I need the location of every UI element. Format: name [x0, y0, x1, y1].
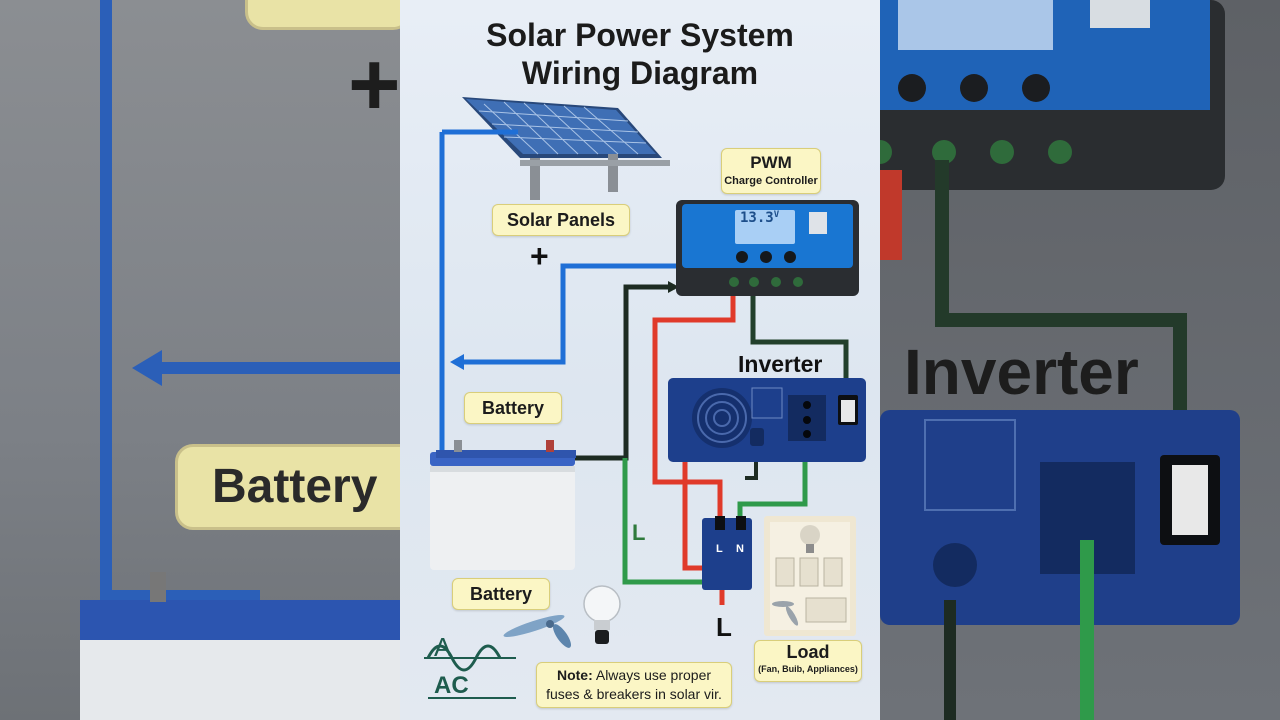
ac-symbol-icon	[424, 644, 516, 699]
load-board	[764, 516, 856, 636]
fan-icon	[503, 615, 572, 648]
load-label: Load (Fan, Buib, Appliances)	[754, 640, 862, 682]
charge-controller-text: Charge Controller	[724, 175, 818, 187]
left-blurred-wiring	[80, 0, 400, 720]
solar-panels-label: Solar Panels	[492, 204, 630, 236]
load-text: Load	[786, 642, 830, 662]
left-blurred-panel: + Battery	[0, 0, 400, 720]
left-blurred-plus: +	[348, 35, 400, 135]
right-blurred-panel: Inverter	[880, 0, 1280, 720]
left-blurred-battery-text: Battery	[212, 460, 378, 513]
pwm-text: PWM	[750, 153, 792, 172]
ac-a-label: A	[434, 632, 452, 662]
load-subtext: (Fan, Buib, Appliances)	[758, 664, 858, 674]
safety-note: Note: Always use proper fuses & breakers…	[536, 662, 732, 708]
controller-display-value: 13.3	[740, 210, 774, 226]
battery-label-top: Battery	[464, 392, 562, 424]
charge-controller-device	[676, 200, 859, 296]
junction-n-label: N	[736, 543, 744, 555]
note-line-1: Note: Always use proper	[537, 666, 731, 685]
battery-device	[430, 440, 576, 570]
solar-plus-sign: +	[530, 238, 549, 274]
title-line-2: Wiring Diagram	[521, 55, 759, 91]
pwm-charge-controller-label: PWM Charge Controller	[721, 148, 821, 194]
inverter-device	[668, 378, 866, 462]
junction-l-label: L	[716, 543, 723, 555]
wiring-diagram: Solar Power System Wiring Diagram	[400, 0, 880, 720]
note-text-2: fuses & breakers in solar vir.	[546, 686, 722, 702]
title-line-1: Solar Power System	[486, 17, 794, 53]
diagram-graphics	[424, 97, 866, 699]
red-wire-l-label: L	[716, 612, 732, 642]
note-bold: Note:	[556, 667, 593, 683]
inverter-label: Inverter	[738, 351, 823, 377]
ac-label: AC	[434, 672, 469, 699]
junction-box	[702, 516, 752, 590]
note-text-1: Always use proper	[592, 667, 712, 683]
right-blurred-hardware	[880, 0, 1240, 720]
controller-display-unit: V	[773, 210, 780, 220]
left-blurred-battery-label: Battery	[175, 444, 400, 530]
green-wire-l-label: L	[632, 520, 646, 545]
right-blurred-inverter: Inverter	[904, 336, 1139, 408]
controller-display-reading: 13.3V	[740, 210, 779, 226]
battery-label-bottom: Battery	[452, 578, 550, 610]
left-blurred-top-label	[245, 0, 400, 30]
bulb-icon	[583, 585, 621, 644]
solar-panel-icon	[462, 97, 670, 200]
